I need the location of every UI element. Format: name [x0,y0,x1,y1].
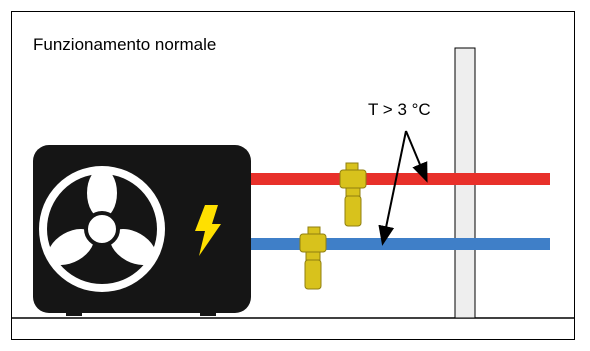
return-pipe [248,238,550,250]
temperature-label: T > 3 °C [368,100,431,119]
lightning-icon [195,205,221,256]
return-arrow [378,130,407,246]
diagram-title: Funzionamento normale [33,35,217,54]
valve-icon [299,226,327,290]
valve-icon [339,162,367,227]
supply-arrow [405,130,428,183]
fan-icon [39,166,165,292]
supply-pipe [248,173,550,185]
